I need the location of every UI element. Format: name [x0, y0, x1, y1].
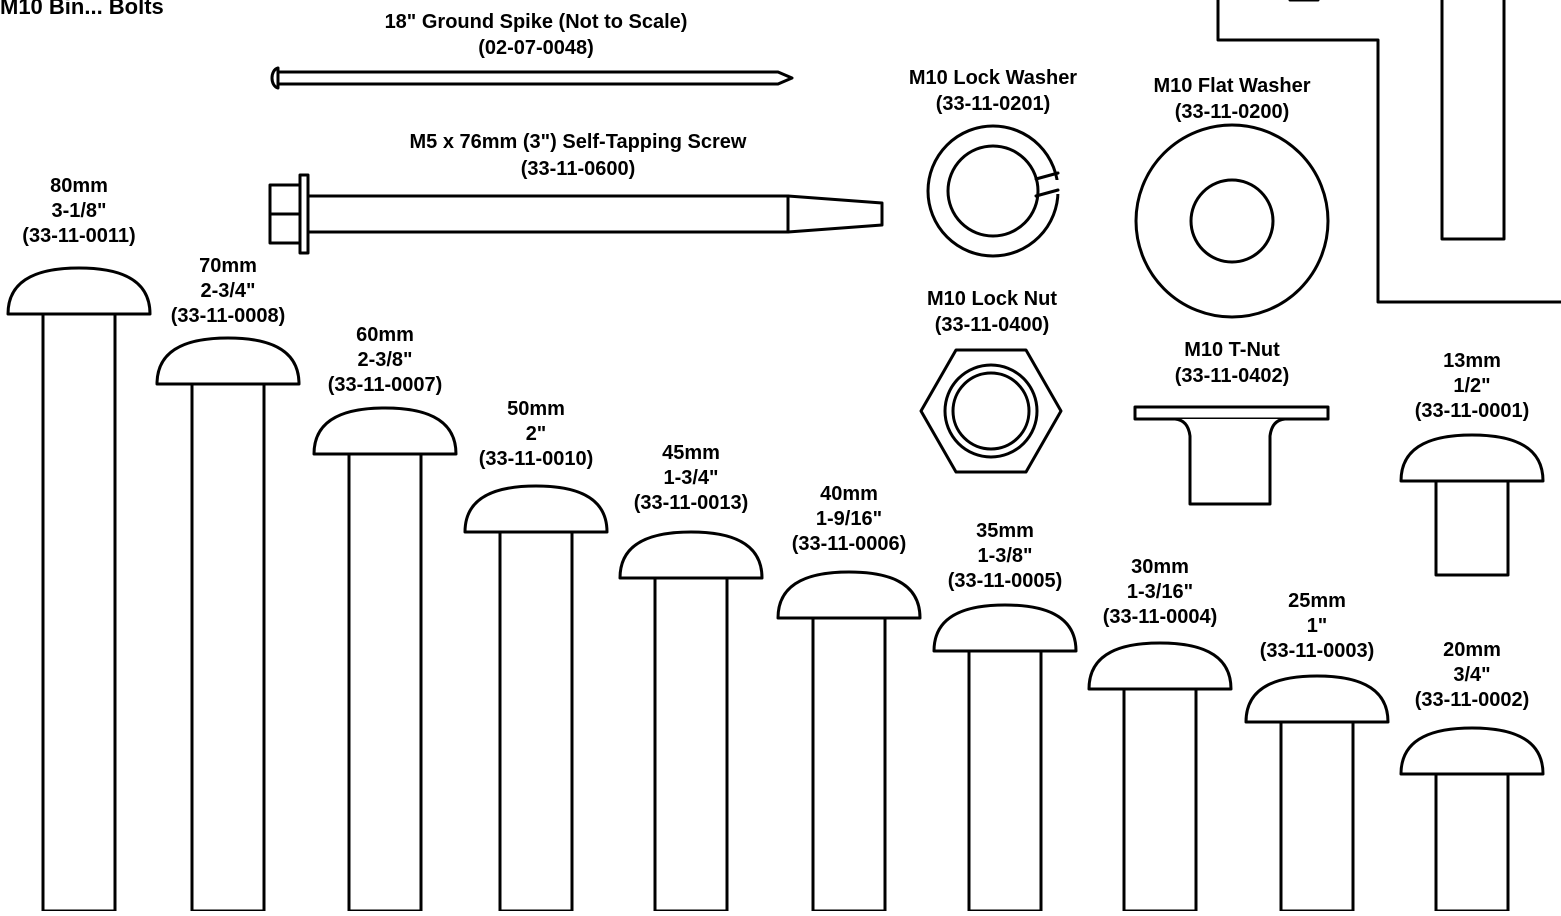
bolt-5: 45mm 1-3/4" (33-11-0013)	[618, 442, 764, 913]
flat-washer-part: (33-11-0200)	[1175, 101, 1290, 123]
bolt-shank	[498, 530, 574, 913]
bolt-shank	[967, 649, 1043, 913]
lock-nut-name: M10 Lock Nut	[927, 288, 1057, 310]
lock-washer-drawing	[926, 124, 1064, 258]
lock-washer-part: (33-11-0201)	[936, 93, 1051, 115]
bolt-part-number: (33-11-0003)	[1260, 640, 1375, 662]
bolt-6: 40mm 1-9/16" (33-11-0006)	[776, 483, 922, 913]
bolt-part-number: (33-11-0006)	[792, 533, 907, 555]
bolt-length-mm: 13mm	[1443, 350, 1501, 372]
bolt-3: 60mm 2-3/8" (33-11-0007)	[312, 324, 458, 913]
bolt-part-number: (33-11-0001)	[1415, 400, 1530, 422]
lock-nut-drawing	[919, 348, 1063, 474]
ground-spike-drawing	[270, 66, 794, 90]
spike-part: (02-07-0048)	[478, 37, 594, 59]
bolt-head	[463, 484, 609, 534]
bolt-head	[1399, 433, 1545, 483]
bolt-shank	[811, 616, 887, 913]
bolt-length-mm: 35mm	[976, 520, 1034, 542]
bolt-length-mm: 60mm	[356, 324, 414, 346]
bolt-shank	[190, 382, 266, 913]
bolt-shank	[1434, 772, 1510, 913]
bolt-length-inch: 1-9/16"	[816, 508, 882, 530]
bolt-length-inch: 1-3/16"	[1127, 581, 1193, 603]
bolt-head	[6, 266, 152, 316]
bolt-length-inch: 3-1/8"	[51, 200, 106, 222]
bolt-head	[932, 603, 1078, 653]
bolt-length-inch: 2-3/4"	[200, 280, 255, 302]
bolt-9: 25mm 1" (33-11-0003)	[1244, 590, 1390, 913]
bolt-part-number: (33-11-0007)	[328, 374, 443, 396]
lock-washer-name: M10 Lock Washer	[909, 67, 1077, 89]
bolt-length-mm: 40mm	[820, 483, 878, 505]
screw-name: M5 x 76mm (3") Self-Tapping Screw	[410, 131, 747, 153]
bolt-head	[1087, 641, 1233, 691]
bolt-length-inch: 1-3/8"	[977, 545, 1032, 567]
self-tapping-screw-drawing	[268, 173, 884, 255]
bolt-part-number: (33-11-0004)	[1103, 606, 1218, 628]
bolt-length-mm: 70mm	[199, 255, 257, 277]
bolt-part-number: (33-11-0010)	[479, 448, 594, 470]
bolt-length-inch: 1-3/4"	[663, 467, 718, 489]
bolt-shank	[1434, 479, 1510, 577]
bolt-length-inch: 2-3/8"	[357, 349, 412, 371]
bolt-length-mm: 80mm	[50, 175, 108, 197]
t-nut-part: (33-11-0402)	[1175, 365, 1290, 387]
t-nut-drawing	[1133, 405, 1330, 506]
bolt-head	[618, 530, 764, 580]
bolt-shank	[653, 576, 729, 913]
bolt-part-number: (33-11-0002)	[1415, 689, 1530, 711]
page-title: M10 Bin... Bolts	[0, 0, 164, 19]
bolt-length-mm: 50mm	[507, 398, 565, 420]
bolt-10: 20mm 3/4" (33-11-0002)	[1399, 639, 1545, 913]
bolt-shank	[347, 452, 423, 913]
flat-washer-name: M10 Flat Washer	[1153, 75, 1310, 97]
bolt-length-inch: 2"	[526, 423, 547, 445]
bolt-length-inch: 1"	[1307, 615, 1328, 637]
bolts-layer: 80mm 3-1/8" (33-11-0011) 70mm 2-3/4" (33-11-0…	[6, 175, 1545, 913]
bolt-2: 70mm 2-3/4" (33-11-0008)	[155, 255, 301, 913]
bolt-head	[312, 406, 458, 456]
bolt-length-mm: 45mm	[662, 442, 720, 464]
bolt-length-inch: 3/4"	[1453, 664, 1490, 686]
bolt-head	[1399, 726, 1545, 776]
bolt-shank	[1279, 720, 1355, 913]
bolt-length-mm: 30mm	[1131, 556, 1189, 578]
bolt-head	[776, 570, 922, 620]
bolt-part-number: (33-11-0005)	[948, 570, 1063, 592]
lock-nut-part: (33-11-0400)	[935, 314, 1050, 336]
bolt-length-mm: 25mm	[1288, 590, 1346, 612]
bolt-length-mm: 20mm	[1443, 639, 1501, 661]
flat-washer-drawing	[1134, 123, 1330, 319]
bolt-7: 35mm 1-3/8" (33-11-0005)	[932, 520, 1078, 913]
t-nut-name: M10 T-Nut	[1184, 339, 1280, 361]
bolt-part-number: (33-11-0011)	[22, 225, 135, 247]
screw-part: (33-11-0600)	[521, 158, 636, 180]
bolt-11: 13mm 1/2" (33-11-0001)	[1399, 350, 1545, 577]
bolt-shank	[1122, 687, 1198, 913]
spike-name: 18" Ground Spike (Not to Scale)	[385, 11, 688, 33]
bolt-shank	[41, 312, 117, 913]
bolt-8: 30mm 1-3/16" (33-11-0004)	[1087, 556, 1233, 913]
bolt-part-number: (33-11-0008)	[171, 305, 286, 327]
bolt-head	[155, 336, 301, 386]
bolt-part-number: (33-11-0013)	[634, 492, 749, 514]
bolt-head	[1244, 674, 1390, 724]
bolt-4: 50mm 2" (33-11-0010)	[463, 398, 609, 913]
bolt-1: 80mm 3-1/8" (33-11-0011)	[6, 175, 152, 913]
allen-wrench-drawing	[1216, 0, 1561, 304]
bolt-length-inch: 1/2"	[1453, 375, 1490, 397]
